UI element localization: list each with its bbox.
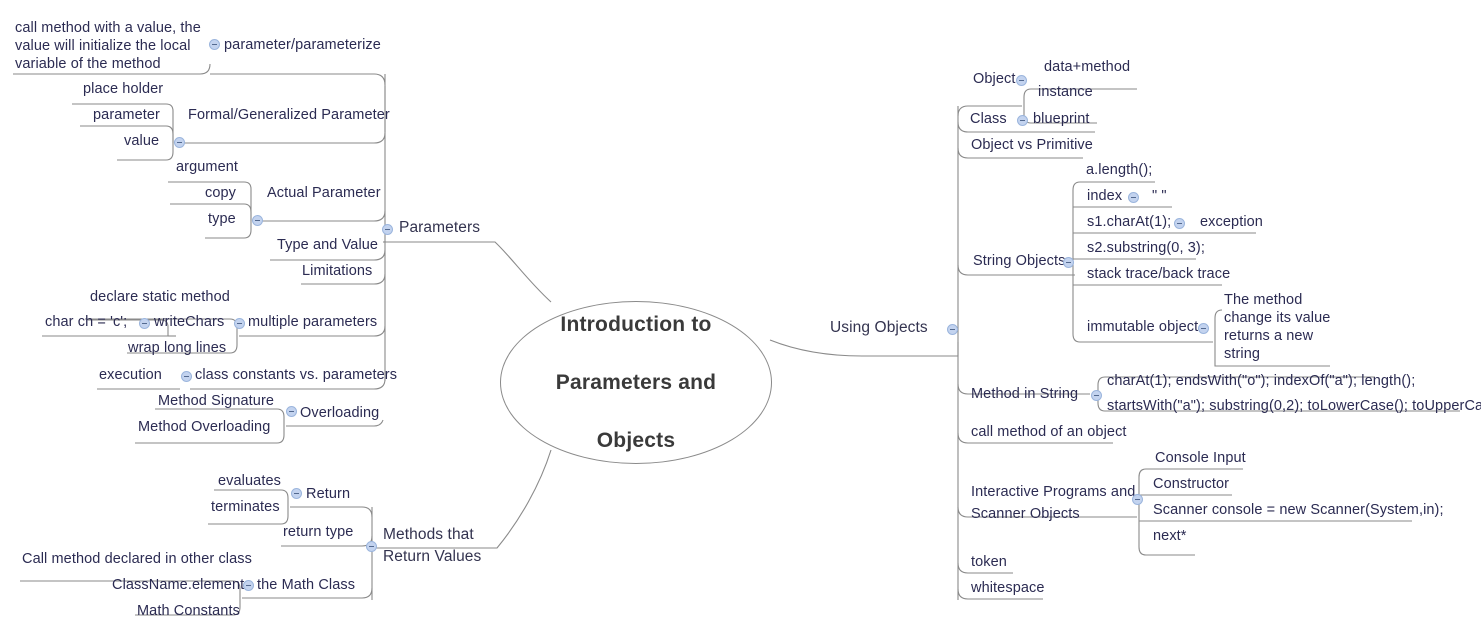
node-argument[interactable]: argument <box>176 159 239 175</box>
node-immutable-object[interactable]: immutable object <box>1087 319 1199 335</box>
node-limitations[interactable]: Limitations <box>302 263 373 279</box>
collapse-minus-icon-actual[interactable] <box>252 215 263 226</box>
collapse-minus-icon-methods-return-values[interactable] <box>366 541 377 552</box>
node-terminates[interactable]: terminates <box>211 499 280 515</box>
node-console-input[interactable]: Console Input <box>1155 450 1246 466</box>
collapse-minus-icon-multiple-parameters[interactable] <box>234 318 245 329</box>
node-wrap-long-lines[interactable]: wrap long lines <box>128 340 227 356</box>
collapse-minus-icon-math-class[interactable] <box>243 580 254 591</box>
node-the-math-class[interactable]: the Math Class <box>257 577 356 593</box>
node-scanner-console[interactable]: Scanner console = new Scanner(System,in)… <box>1153 502 1444 518</box>
node-multiple-parameters[interactable]: multiple parameters <box>248 314 378 330</box>
node-return-type[interactable]: return type <box>283 524 354 540</box>
node-s2-substring[interactable]: s2.substring(0, 3); <box>1087 240 1205 256</box>
collapse-minus-icon-writechars[interactable] <box>139 318 150 329</box>
node-writechars[interactable]: writeChars <box>154 314 225 330</box>
collapse-minus-icon-immutable[interactable] <box>1198 323 1209 334</box>
node-index-quote[interactable]: " " <box>1152 188 1167 204</box>
node-place-holder[interactable]: place holder <box>83 81 164 97</box>
node-overloading[interactable]: Overloading <box>300 405 380 421</box>
node-index[interactable]: index <box>1087 188 1123 204</box>
node-a-length[interactable]: a.length(); <box>1086 162 1153 178</box>
node-value[interactable]: value <box>124 133 160 149</box>
node-type-and-value[interactable]: Type and Value <box>277 237 379 253</box>
collapse-minus-icon-formal[interactable] <box>174 137 185 148</box>
collapse-minus-icon-interactive[interactable] <box>1132 494 1143 505</box>
node-math-constants[interactable]: Math Constants <box>137 603 240 619</box>
node-copy[interactable]: copy <box>205 185 237 201</box>
node-execution[interactable]: execution <box>99 367 162 383</box>
collapse-minus-icon-class-constants[interactable] <box>181 371 192 382</box>
node-declare-static-method[interactable]: declare static method <box>90 289 230 305</box>
collapse-minus-icon-charat[interactable] <box>1174 218 1185 229</box>
node-method-in-string[interactable]: Method in String <box>971 386 1079 402</box>
node-string-methods-line1[interactable]: charAt(1); endsWith("o"); indexOf("a"); … <box>1107 373 1416 389</box>
node-method-signature[interactable]: Method Signature <box>158 393 275 409</box>
node-data-method[interactable]: data+method <box>1044 59 1131 75</box>
node-evaluates[interactable]: evaluates <box>218 473 281 489</box>
node-constructor[interactable]: Constructor <box>1153 476 1230 492</box>
node-object[interactable]: Object <box>973 71 1016 87</box>
collapse-minus-icon-parameterize[interactable] <box>209 39 220 50</box>
node-object-vs-primitive[interactable]: Object vs Primitive <box>971 137 1093 153</box>
node-class-constants-vs-parameters[interactable]: class constants vs. parameters <box>195 367 398 383</box>
branch-using-objects-label[interactable]: Using Objects <box>830 319 928 336</box>
node-stack-trace[interactable]: stack trace/back trace <box>1087 266 1231 282</box>
node-call-method-other-class[interactable]: Call method declared in other class <box>22 551 252 567</box>
node-string-objects[interactable]: String Objects <box>973 253 1066 269</box>
node-classname-element[interactable]: ClassName.element <box>112 577 245 593</box>
node-exception[interactable]: exception <box>1200 214 1263 230</box>
node-method-overloading[interactable]: Method Overloading <box>138 419 271 435</box>
node-parameter-parameterize[interactable]: parameter/parameterize <box>224 37 381 53</box>
node-formal-generalized-parameter[interactable]: Formal/Generalized Parameter <box>188 107 390 123</box>
collapse-minus-icon-object[interactable] <box>1016 75 1027 86</box>
collapse-minus-icon-index[interactable] <box>1128 192 1139 203</box>
collapse-minus-icon-parameters[interactable] <box>382 224 393 235</box>
collapse-minus-icon-overloading[interactable] <box>286 406 297 417</box>
collapse-minus-icon-using-objects[interactable] <box>947 324 958 335</box>
node-string-methods-line2[interactable]: startsWith("a"); substring(0,2); toLower… <box>1107 398 1481 414</box>
node-char-ch[interactable]: char ch = 'c'; <box>45 314 128 330</box>
node-instance[interactable]: instance <box>1038 84 1093 100</box>
node-actual-parameter[interactable]: Actual Parameter <box>267 185 381 201</box>
collapse-minus-icon-string-objects[interactable] <box>1063 257 1074 268</box>
node-next-star[interactable]: next* <box>1153 528 1187 544</box>
branch-parameters-label[interactable]: Parameters <box>399 219 481 236</box>
collapse-minus-icon-method-in-string[interactable] <box>1091 390 1102 401</box>
node-blueprint[interactable]: blueprint <box>1033 111 1090 127</box>
node-class[interactable]: Class <box>970 111 1007 127</box>
node-return[interactable]: Return <box>306 486 351 502</box>
collapse-minus-icon-class[interactable] <box>1017 115 1028 126</box>
node-s1-charat[interactable]: s1.charAt(1); <box>1087 214 1172 230</box>
node-parameter[interactable]: parameter <box>93 107 160 123</box>
node-whitespace[interactable]: whitespace <box>971 580 1045 596</box>
collapse-minus-icon-return[interactable] <box>291 488 302 499</box>
node-call-method-of-object[interactable]: call method of an object <box>971 424 1127 440</box>
node-type[interactable]: type <box>208 211 236 227</box>
node-token[interactable]: token <box>971 554 1007 570</box>
